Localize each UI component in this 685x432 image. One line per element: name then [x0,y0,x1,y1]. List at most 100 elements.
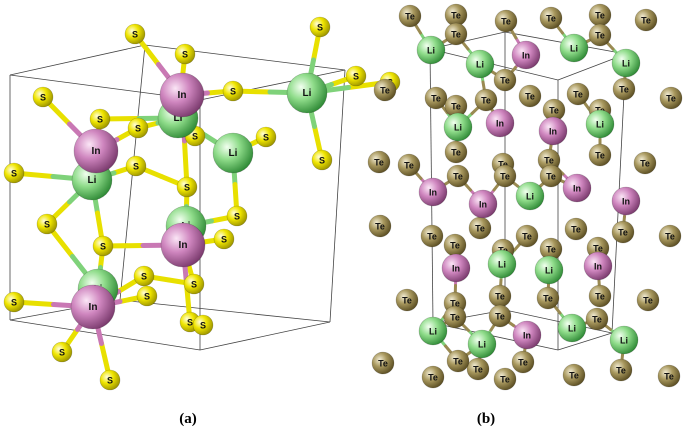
panel-b-atom-li: Li [534,255,564,285]
panel-b-atom-te: Te [659,86,683,110]
panel-b-atom-label-te: Te [593,244,603,254]
panel-b-atom-label-in: In [523,331,531,341]
panel-a-atom-label-s: S [191,280,197,290]
panel-b-atom-label-te: Te [375,222,385,232]
panel-b-atom-te: Te [493,164,517,188]
panel-b-atom-te: Te [444,3,468,27]
panel-b-atom-te: Te [444,140,468,164]
panel-b-atom-label-te: Te [595,11,605,21]
panel-b-atom-li: Li [416,35,446,65]
panel-b-atom-te: Te [658,224,682,248]
panel-a-atom-s: S [51,341,73,363]
panel-b-atom-label-li: Li [429,327,437,337]
panel-b-atom-label-te: Te [451,30,461,40]
panel-a-atom-s: S [127,117,149,139]
panel-a-atom-label-s: S [234,212,240,222]
panel-a-atom-s: S [174,43,196,65]
panel-b-atom-te: Te [633,151,657,175]
panel-a-atom-li: Li [212,132,254,174]
panel-b-atom-te: Te [611,220,635,244]
panel-b-atom-te: Te [588,3,612,27]
panel-b-atom-te: Te [562,363,586,387]
panel-b-atom-te: Te [634,8,658,32]
panel-b-atom-te: Te [539,6,563,30]
panel-b-atom-te: Te [421,365,445,389]
panel-b-atom-te: Te [368,214,392,238]
panel-b-atom-label-te: Te [500,375,510,385]
panel-a-atom-label-in: In [179,240,188,251]
panel-b-atom-label-te: Te [666,94,676,104]
panel-b-atom-label-te: Te [431,94,441,104]
panel-b-atom-te: Te [515,224,539,248]
panel-b-atom-label-te: Te [427,232,437,242]
panel-b-atom-label-in: In [622,197,630,207]
panel-b-atom-te: Te [539,164,563,188]
panel-a-atom-label-li: Li [174,113,183,124]
panel-b-atom-label-te: Te [616,366,626,376]
panel-a-atom-s: S [3,162,25,184]
panel-b-atom-label-in: In [573,184,581,194]
panel-b-atom-label-te: Te [569,371,579,381]
panel-b-atom-label-te: Te [402,296,412,306]
panel-b-atom-in: In [468,189,498,219]
panel-b-atom-label-te: Te [546,14,556,24]
panel-b-atom-label-te: Te [544,156,554,166]
panel-a-atom-s: S [309,16,331,38]
panel-a-atom-in: In [160,222,206,268]
panel-b-atom-label-te: Te [475,224,485,234]
panel-b-atom-label-te: Te [546,245,556,255]
panel-b-atom-label-te: Te [643,296,653,306]
panel-a-atom-s: S [92,235,114,257]
panel-b-atom-label-te: Te [522,232,532,242]
panel-b-atom-label-te: Te [378,359,388,369]
panel-b-atom-label-in: In [594,262,602,272]
panel-b-atom-label-li: Li [478,340,486,350]
panel-a-atom-li: Li [286,72,328,114]
panel-b-atom-label-te: Te [518,358,528,368]
panel-b-atom-te: Te [398,4,422,28]
panel-b-atom-label-te: Te [641,16,651,26]
panel-b-atom-label-te: Te [525,92,535,102]
panel-b-atom-label-te: Te [481,96,491,106]
panel-b-atom-te: Te [397,153,421,177]
panel-b-atom-label-li: Li [454,123,462,133]
panel-b-atom-label-te: Te [473,365,483,375]
panel-a-atom-label-s: S [133,162,139,172]
panel-b-atom-label-li: Li [498,260,506,270]
panel-b-atom-label-in: In [479,200,487,210]
panel-b-atom-label-te: Te [592,315,602,325]
panel-a-atom-label-s: S [107,376,113,386]
panel-b-atom-li: Li [611,48,641,78]
panel-a-cell-edge [199,321,331,351]
panel-a-atom-s: S [311,149,333,171]
panel-a-atom-s: S [222,80,244,102]
panel-b-atom-te: Te [444,22,468,46]
panel-b-atom-in: In [441,253,471,283]
panel-b-atom-te: Te [566,82,590,106]
panel-b-atom-label-te: Te [500,76,510,86]
panel-b-atom-label-te: Te [500,172,510,182]
panel-b-atom-te: Te [564,217,588,241]
panel-b-atom-label-in: In [452,264,460,274]
panel-b-atom-in: In [583,251,613,281]
panel-b-atom-label-te: Te [501,17,511,27]
panel-b-atom-te: Te [588,284,612,308]
panel-b-atom-te: Te [474,88,498,112]
panel-a-atom-label-s: S [59,348,65,358]
panel-a-atom-s: S [3,291,25,313]
panel-b-atom-label-te: Te [595,151,605,161]
panel-b-atom-te: Te [488,284,512,308]
panel-b-atom-label-te: Te [549,106,559,116]
panel-b-atom-te: Te [395,288,419,312]
panel-b-cell-edge [429,48,559,81]
panel-b-atom-li: Li [515,181,545,211]
panel-a-atom-label-s: S [263,133,269,143]
panel-b-atom-label-te: Te [428,373,438,383]
panel-b-atom-label-li: Li [622,59,630,69]
panel-b-atom-li: Li [487,249,517,279]
panel-b-atom-te: Te [588,23,612,47]
panel-a-atom-s: S [176,176,198,198]
panel-b-atom-in: In [512,320,542,350]
